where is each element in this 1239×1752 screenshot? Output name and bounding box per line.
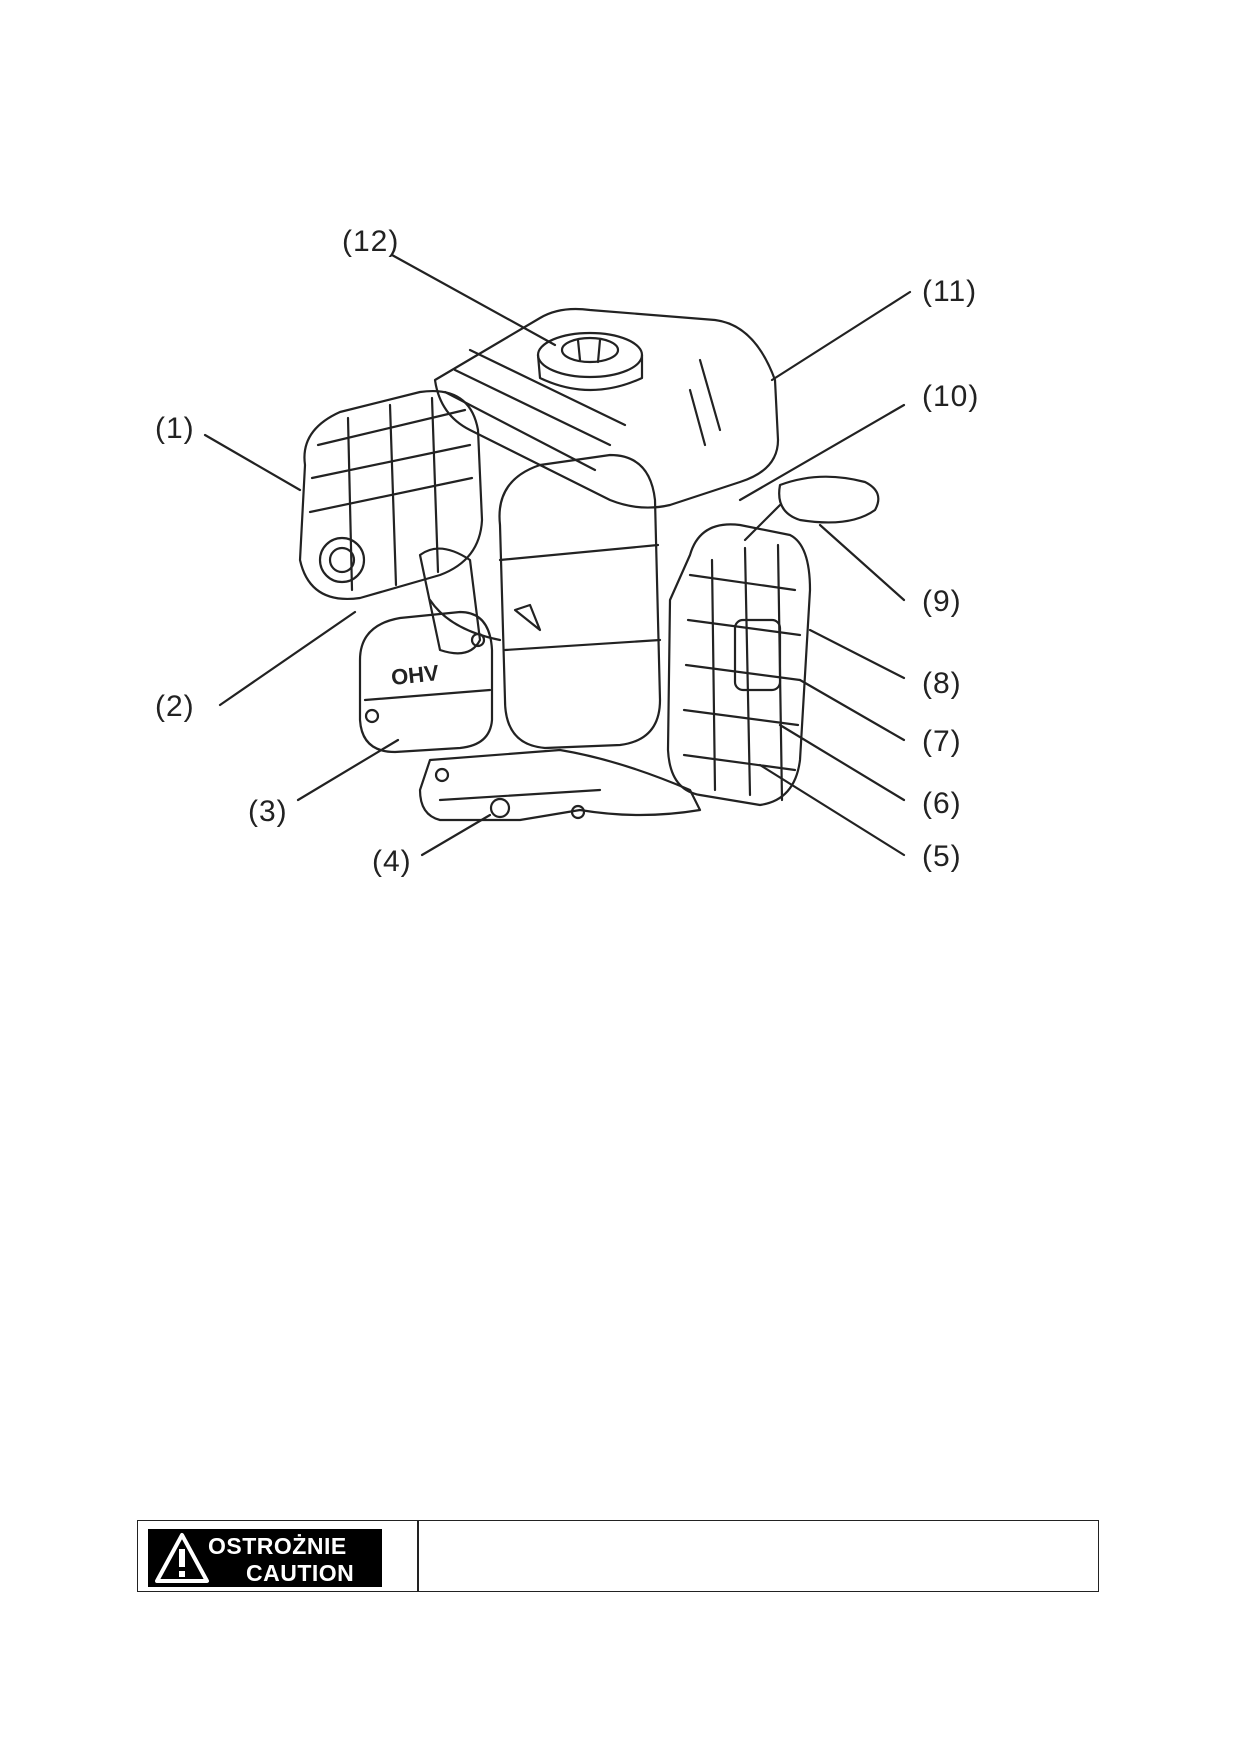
leader-line-3 — [296, 738, 400, 802]
fuel-tank — [433, 307, 780, 509]
caution-box: OSTROŻNIE CAUTION — [137, 1520, 1099, 1592]
caution-divider — [417, 1521, 419, 1591]
callout-9: (9) — [922, 585, 962, 618]
engine-figure: OHV (1) (2) (3) (4) (5) (6) (7) (8) (9) … — [155, 225, 980, 878]
leader-line-10 — [738, 403, 906, 502]
ohv-label: OHV — [390, 660, 440, 690]
leader-line-2 — [218, 610, 357, 707]
leader-line-7 — [798, 678, 906, 742]
caution-badge: OSTROŻNIE CAUTION — [148, 1529, 382, 1587]
recoil-starter — [666, 523, 812, 807]
drain-bolt — [489, 797, 511, 819]
leader-line-1 — [203, 433, 302, 492]
callout-4: (4) — [372, 845, 412, 878]
callout-1: (1) — [155, 412, 195, 445]
callout-8: (8) — [922, 667, 962, 700]
callout-5: (5) — [922, 840, 962, 873]
warning-triangle-icon — [155, 1533, 209, 1583]
callout-7: (7) — [922, 725, 962, 758]
callout-6: (6) — [922, 787, 962, 820]
caution-label-pl: OSTROŻNIE — [208, 1533, 347, 1559]
leader-line-11 — [770, 290, 912, 382]
leader-line-4 — [420, 813, 492, 857]
leader-line-6 — [778, 723, 906, 802]
starter-handle — [778, 475, 880, 524]
leader-line-5 — [758, 763, 906, 857]
callout-12: (12) — [342, 225, 400, 258]
cylinder-head — [358, 610, 494, 754]
caution-label-en: CAUTION — [246, 1560, 355, 1586]
leader-line-12 — [390, 253, 557, 347]
callout-2: (2) — [155, 690, 195, 723]
air-filter — [298, 390, 484, 600]
caution-text — [438, 1529, 1088, 1583]
engine-line-drawing: OHV — [203, 253, 912, 857]
blower-housing — [498, 453, 662, 750]
callout-3: (3) — [248, 795, 288, 828]
crankcase — [418, 748, 702, 822]
callout-10: (10) — [922, 380, 980, 413]
leader-line-9 — [818, 523, 906, 602]
callout-11: (11) — [922, 275, 978, 308]
fuel-cap — [536, 331, 644, 379]
leader-line-8 — [808, 628, 906, 680]
